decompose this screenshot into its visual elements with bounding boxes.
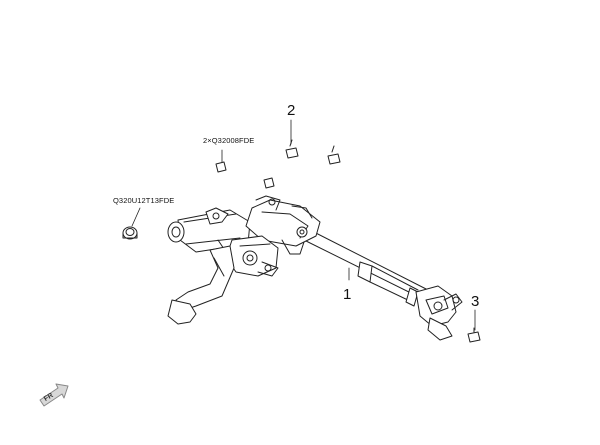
callout-1: 1: [343, 286, 352, 303]
leader-lines: [131, 119, 476, 331]
column-housing: [167, 195, 321, 277]
front-direction-arrow-icon: [39, 383, 69, 407]
part-code-column-bolts: 2×Q32008FDE: [203, 136, 255, 145]
callout-3: 3: [471, 293, 480, 310]
joint-bolt-part: [467, 327, 481, 343]
column-bolt-part: [215, 139, 341, 189]
tilt-lever: [167, 245, 235, 325]
part-code-column-nut: Q320U12T13FDE: [113, 196, 175, 205]
callout-2: 2: [287, 102, 296, 119]
column-nut-part: [122, 226, 138, 240]
steering-shaft: [299, 227, 463, 341]
